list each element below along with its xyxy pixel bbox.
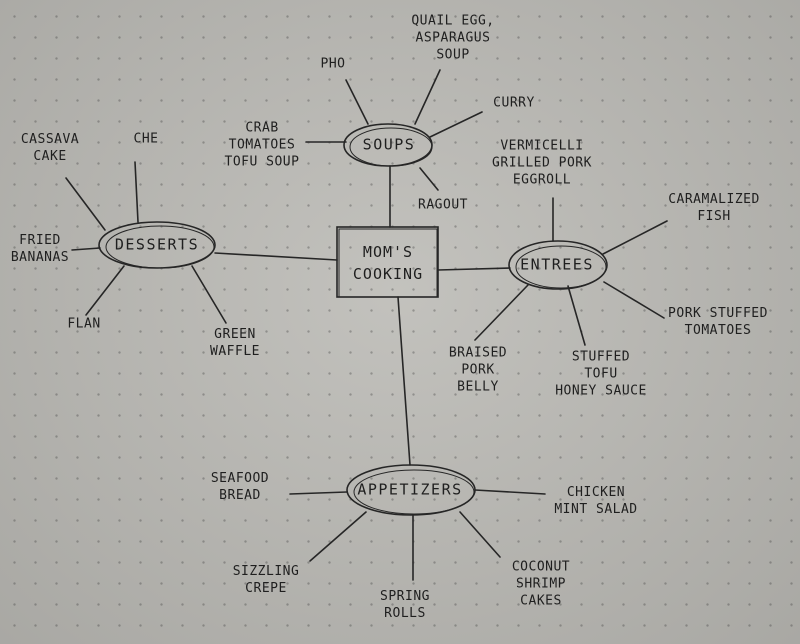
entrees-ellipse <box>508 240 608 290</box>
link-entrees <box>437 267 511 271</box>
hub-appetizers: Appetizers <box>357 480 463 499</box>
hub-entrees: Entrees <box>520 255 594 274</box>
item-ragout: Ragout <box>418 197 468 213</box>
link-appetizers <box>397 296 411 466</box>
item-cassava-cake: Cassava Cake <box>20 132 80 164</box>
item-crab-tofu-soup: Crab Tomatoes Tofu Soup <box>224 120 300 170</box>
hub-desserts: Desserts <box>114 235 200 254</box>
item-vermicelli-eggroll: Vermicelli Grilled Pork Eggroll <box>492 138 592 188</box>
item-fried-bananas: Fried Bananas <box>10 233 70 265</box>
item-sizzling-crepe: Sizzling Crepe <box>232 564 300 596</box>
link-desserts <box>214 252 338 261</box>
center-title-line-2: Cooking <box>352 265 424 283</box>
item-green-waffle: Green Waffle <box>210 327 260 359</box>
item-flan: Flan <box>67 316 101 332</box>
center-title: Mom's Cooking <box>353 241 423 285</box>
hub-soups: Soups <box>362 135 416 154</box>
item-quail-egg-soup: Quail Egg, Asparagus Soup <box>411 13 495 63</box>
item-chicken-mint-salad: Chicken Mint Salad <box>554 485 638 517</box>
item-seafood-bread: Seafood Bread <box>210 471 270 503</box>
item-braised-pork-belly: Braised Pork Belly <box>448 345 508 395</box>
item-stuffed-tofu: Stuffed Tofu Honey Sauce <box>555 349 647 399</box>
item-pork-stuffed-tomatoes: Pork Stuffed Tomatoes <box>668 306 768 338</box>
center-box-shadow <box>338 228 438 298</box>
item-coconut-shrimp-cakes: Coconut Shrimp Cakes <box>511 559 571 609</box>
item-caramalized-fish: Caramalized Fish <box>668 192 760 224</box>
item-spring-rolls: Spring Rolls <box>380 589 430 621</box>
item-che: Che <box>133 131 159 147</box>
item-pho: Pho <box>320 56 346 72</box>
center-title-line-1: Mom's <box>362 243 414 261</box>
item-curry: Curry <box>493 95 535 111</box>
